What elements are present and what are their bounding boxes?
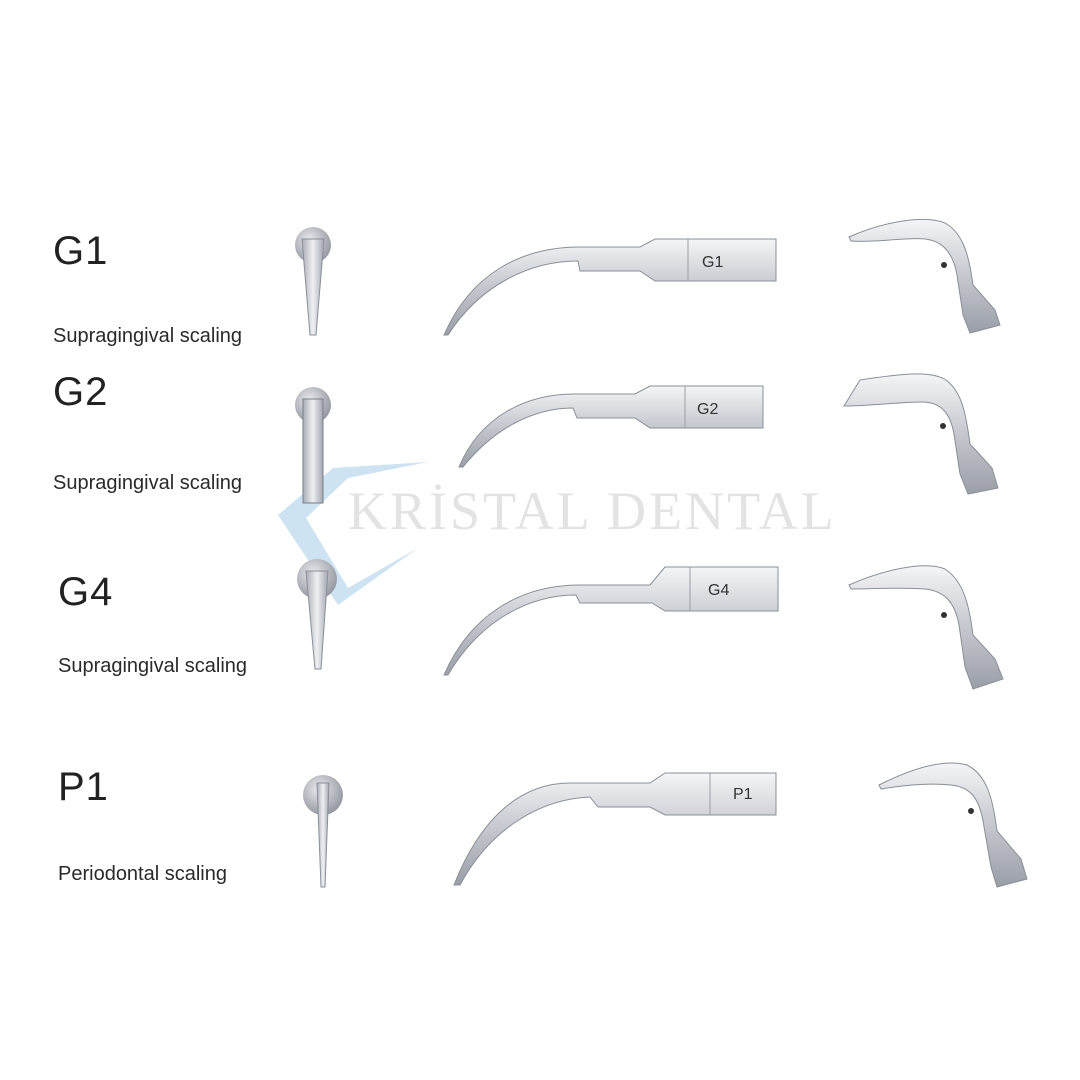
tip-side-view-icon: G1 — [443, 238, 777, 336]
tip-description: Supragingival scaling — [53, 325, 243, 347]
tip-angled-view-icon — [878, 762, 1028, 888]
tip-code: G1 — [53, 229, 109, 273]
engraving-label: G4 — [708, 582, 729, 599]
tip-angled-view-icon — [848, 565, 1004, 690]
tip-side-view-icon: P1 — [453, 772, 777, 886]
tip-description: Supragingival scaling — [53, 472, 243, 494]
tip-front-view-icon — [297, 559, 337, 670]
tip-angled-view-icon — [843, 373, 999, 495]
tip-description: Supragingival scaling — [58, 655, 248, 677]
tip-row-g4: G4 Supragingival scaling G4 — [0, 555, 1080, 725]
tip-front-view-icon — [295, 387, 331, 504]
tip-code: P1 — [58, 765, 109, 809]
tip-side-view-icon: G4 — [443, 566, 779, 676]
tip-code: G2 — [53, 370, 109, 414]
engraving-label: G1 — [702, 254, 723, 271]
tip-row-p1: P1 Periodontal scaling P1 — [0, 755, 1080, 925]
engraving-label: P1 — [733, 786, 753, 803]
tip-row-g1: G1 Supragingival scaling G1 — [0, 215, 1080, 385]
engraving-label: G2 — [697, 401, 718, 418]
tip-angled-view-icon — [848, 218, 1001, 334]
tip-code: G4 — [58, 570, 114, 614]
tip-side-view-icon: G2 — [458, 385, 764, 468]
tip-front-view-icon — [303, 775, 343, 888]
tip-description: Periodontal scaling — [58, 863, 227, 885]
tip-row-g2: G2 Supragingival scaling G2 — [0, 360, 1080, 530]
tip-front-view-icon — [295, 227, 331, 336]
